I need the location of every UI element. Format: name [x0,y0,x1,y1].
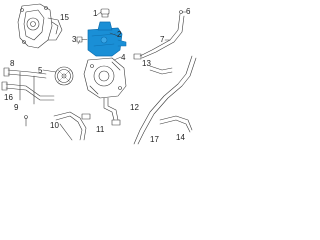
return-line [133,10,185,60]
return-hose [133,55,197,145]
lower-hose [159,115,193,133]
mounting-bracket [17,3,63,49]
callout-5: 5 [38,66,43,75]
callout-17: 17 [150,135,159,144]
cooler-line-assembly [1,67,55,105]
callout-10: 10 [50,121,59,130]
callout-11: 11 [96,125,105,134]
reservoir-cap [100,8,110,18]
callout-7: 7 [160,35,165,44]
callout-3: 3 [72,35,77,44]
pump-pulley [54,66,74,86]
callout-labels: 1 2 3 4 5 6 7 8 9 10 11 12 13 14 15 16 1… [4,7,191,144]
callout-1: 1 [93,9,98,18]
callout-2: 2 [117,30,122,39]
callout-13: 13 [142,59,151,68]
retaining-clip [24,115,28,127]
callout-9: 9 [14,103,19,112]
callout-14: 14 [176,133,185,142]
power-steering-pump [83,57,127,99]
callout-12: 12 [130,103,139,112]
fluid-reservoir [87,21,127,57]
callout-16: 16 [4,93,13,102]
parts-diagram: 1 2 3 4 5 6 7 8 9 10 11 12 13 14 15 16 1… [0,0,200,147]
bolt [76,36,88,43]
exploded-view-drawing: 1 2 3 4 5 6 7 8 9 10 11 12 13 14 15 16 1… [1,3,197,145]
leader-lines [42,11,187,73]
pressure-hose [53,111,91,141]
callout-15: 15 [60,13,69,22]
pump-outlet-fitting [103,97,121,126]
callout-4: 4 [121,53,126,62]
callout-8: 8 [10,59,15,68]
callout-6: 6 [186,7,191,16]
